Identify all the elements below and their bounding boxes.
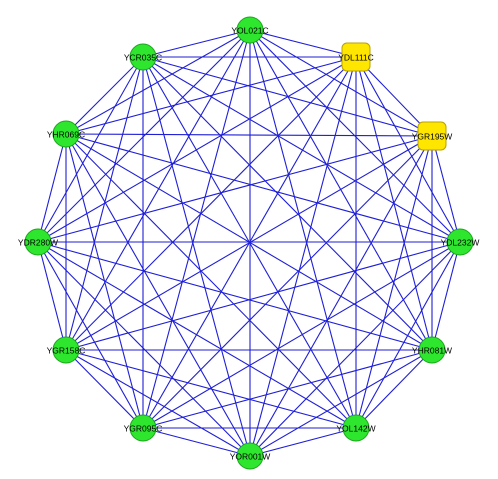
edge-YOL021C-YHR081W [249, 29, 433, 351]
edge-YOL021C-YHR069C [65, 29, 251, 135]
node-shape-YOL021C[interactable] [236, 16, 264, 44]
edge-YOL142W-YGR158C [65, 349, 357, 429]
edge-YOR001W-YGR158C [65, 349, 251, 457]
edge-YDL111C-YDR280W [37, 56, 357, 243]
edge-YDL232W-YOL142W [355, 241, 461, 429]
edge-YGR195W-YDL232W [431, 135, 461, 243]
node-shape-YHR081W[interactable] [418, 336, 446, 364]
edge-YGR095C-YDR280W [37, 241, 144, 429]
edge-YGR195W-YOL142W [355, 135, 433, 429]
node-YGR158C[interactable]: YGR158C [47, 336, 86, 364]
edge-YOL142W-YHR069C [65, 133, 357, 429]
node-label-YOL142W: YOL142W [336, 423, 375, 433]
edge-YGR158C-YDR280W [37, 241, 67, 351]
edge-YDL232W-YGR095C [142, 241, 461, 429]
edge-YDL111C-YGR195W [355, 56, 433, 137]
edge-YGR095C-YHR069C [65, 133, 144, 429]
node-YGR195W[interactable]: YGR195W [412, 121, 453, 151]
edge-YHR081W-YGR095C [142, 349, 433, 429]
edge-YDL232W-YOR001W [249, 241, 461, 457]
edge-YOL021C-YGR095C [142, 29, 251, 429]
edge-YOL142W-YDR280W [37, 241, 357, 429]
edge-YOR001W-YCR035C [142, 56, 251, 457]
edge-YDL232W-YHR069C [65, 133, 461, 243]
node-label-YDL111C: YDL111C [338, 52, 374, 62]
node-shape-YDL111C[interactable] [341, 42, 371, 72]
node-YDR280W[interactable]: YDR280W [18, 228, 58, 256]
edge-YDL111C-YGR158C [65, 56, 357, 351]
edge-YDL232W-YHR081W [431, 241, 461, 351]
edge-YGR195W-YCR035C [142, 56, 433, 137]
node-shape-YOL142W[interactable] [342, 414, 370, 442]
edge-YOR001W-YHR069C [65, 133, 251, 457]
node-label-YHR069C: YHR069C [47, 129, 85, 139]
edge-YHR081W-YCR035C [142, 56, 433, 351]
node-YHR069C[interactable]: YHR069C [47, 120, 85, 148]
edge-YHR081W-YOR001W [249, 349, 433, 457]
edge-YDR280W-YCR035C [37, 56, 144, 243]
edge-YOR001W-YGR095C [142, 427, 251, 457]
edge-YOL021C-YDR280W [37, 29, 251, 243]
node-label-YGR095C: YGR095C [124, 423, 163, 433]
edge-YHR081W-YDR280W [37, 241, 433, 351]
node-layer: YOL021C YDL111C YGR195W YDL232W YHR081W YOL14… [18, 16, 480, 470]
edge-YDL232W-YCR035C [142, 56, 461, 243]
node-label-YCR035C: YCR035C [124, 52, 162, 62]
edge-YGR158C-YCR035C [65, 56, 144, 351]
node-shape-YCR035C[interactable] [129, 43, 157, 71]
node-YDL111C[interactable]: YDL111C [338, 42, 374, 72]
edge-YGR195W-YDR280W [37, 135, 433, 243]
edge-YHR069C-YCR035C [65, 56, 144, 135]
node-label-YDL232W: YDL232W [441, 237, 480, 247]
node-YDL232W[interactable]: YDL232W [441, 228, 480, 256]
edge-YHR081W-YOL142W [355, 349, 433, 429]
node-YOL142W[interactable]: YOL142W [336, 414, 376, 442]
node-label-YDR280W: YDR280W [18, 237, 58, 247]
node-YOR001W[interactable]: YOR001W [230, 442, 271, 470]
node-YHR081W[interactable]: YHR081W [412, 336, 452, 364]
node-shape-YHR069C[interactable] [52, 120, 80, 148]
edge-YGR195W-YHR069C [65, 133, 433, 137]
edge-YGR095C-YGR158C [65, 349, 144, 429]
node-label-YGR195W: YGR195W [412, 131, 453, 141]
edge-YOL021C-YOL142W [249, 29, 357, 429]
node-YGR095C[interactable]: YGR095C [124, 414, 163, 442]
node-label-YGR158C: YGR158C [47, 345, 86, 355]
edge-YDR280W-YHR069C [37, 133, 67, 243]
edge-layer [37, 29, 461, 457]
node-shape-YGR195W[interactable] [417, 121, 447, 151]
edge-YOL021C-YCR035C [142, 29, 251, 58]
node-label-YHR081W: YHR081W [412, 345, 452, 355]
edge-YGR195W-YGR095C [142, 135, 433, 429]
edge-YOL142W-YOR001W [249, 427, 357, 457]
node-shape-YDL232W[interactable] [446, 228, 474, 256]
node-YOL021C[interactable]: YOL021C [231, 16, 269, 44]
edge-YOL021C-YGR158C [65, 29, 251, 351]
node-label-YOR001W: YOR001W [230, 451, 271, 461]
edge-YDL111C-YOR001W [249, 56, 357, 457]
edge-YGR195W-YGR158C [65, 135, 433, 351]
edge-YDL111C-YHR069C [65, 56, 357, 135]
node-YCR035C[interactable]: YCR035C [124, 43, 162, 71]
edge-YOR001W-YDR280W [37, 241, 251, 457]
edge-YOL021C-YDL111C [249, 29, 357, 58]
edge-YDL232W-YGR158C [65, 241, 461, 351]
node-shape-YGR095C[interactable] [129, 414, 157, 442]
node-shape-YDR280W[interactable] [24, 228, 52, 256]
node-shape-YGR158C[interactable] [52, 336, 80, 364]
edge-YOL142W-YCR035C [142, 56, 357, 429]
node-label-YOL021C: YOL021C [231, 25, 268, 35]
node-shape-YOR001W[interactable] [236, 442, 264, 470]
